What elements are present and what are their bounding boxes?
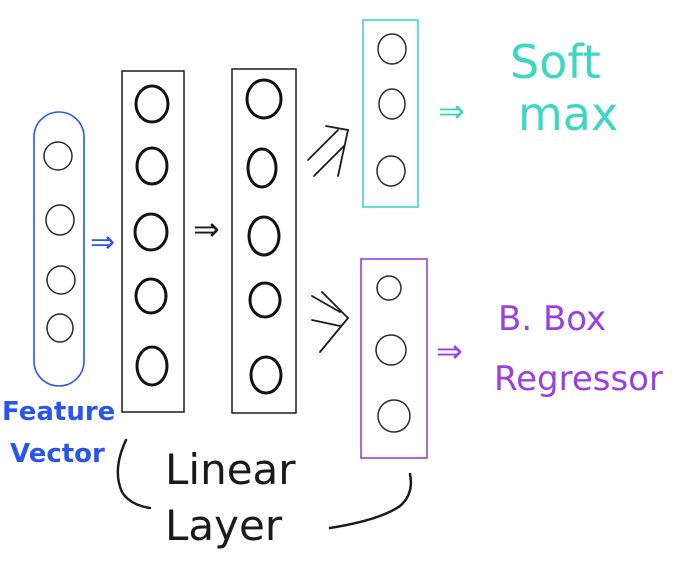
hidden-layer-1 (121, 70, 185, 413)
arrow-to-softmax-label: ⇒ (438, 92, 465, 130)
arrow-layer1-to-layer2: ⇒ (193, 210, 220, 248)
bbox-head-box (360, 258, 428, 459)
hidden-layer-2-box (231, 68, 297, 414)
hidden-node (135, 146, 169, 186)
hidden-node (134, 84, 170, 124)
feature-node (46, 265, 76, 295)
feature-vector-capsule (33, 111, 85, 387)
hidden-node (133, 212, 169, 252)
softmax-node (376, 155, 406, 187)
feature-vector-label-line1: Feature (2, 397, 115, 427)
softmax-label-line1: Soft (510, 35, 601, 89)
softmax-label-line2: max (518, 87, 618, 141)
linear-layer-right-bracket (328, 472, 413, 530)
hidden-node (247, 215, 281, 257)
linear-layer-left-bracket (116, 438, 152, 510)
feature-node (45, 204, 75, 236)
bbox-node (376, 275, 402, 301)
hidden-node (246, 147, 278, 189)
softmax-node (377, 33, 407, 65)
linear-layer-label-line1: Linear (165, 445, 296, 494)
hidden-node (249, 355, 283, 395)
linear-layer-label-line2: Layer (165, 501, 283, 550)
feature-node (43, 141, 73, 171)
arrow-feature-to-layer1: ⇒ (90, 225, 115, 260)
hidden-node (245, 78, 283, 120)
softmax-head-box (362, 19, 419, 208)
bbox-head (360, 258, 428, 459)
feature-vector-label-line2: Vector (10, 439, 105, 469)
arrow-layer2-to-softmax (307, 125, 350, 177)
feature-vector-nodes (43, 141, 76, 343)
arrow-to-bbox-label: ⇒ (436, 332, 463, 370)
softmax-head (362, 19, 419, 208)
hidden-layer-2 (231, 68, 297, 414)
hidden-layer-1-box (121, 70, 185, 413)
softmax-node (378, 88, 406, 120)
bbox-label-line2: Regressor (494, 359, 663, 399)
feature-node (46, 313, 74, 343)
bbox-node (375, 334, 407, 366)
hidden-node (134, 277, 168, 315)
arrow-layer2-to-bbox (311, 291, 350, 353)
hidden-node (248, 281, 282, 319)
bbox-label-line1: B. Box (498, 299, 606, 339)
feature-vector-block (33, 111, 85, 387)
hidden-node (135, 345, 169, 387)
bbox-node (377, 399, 411, 433)
